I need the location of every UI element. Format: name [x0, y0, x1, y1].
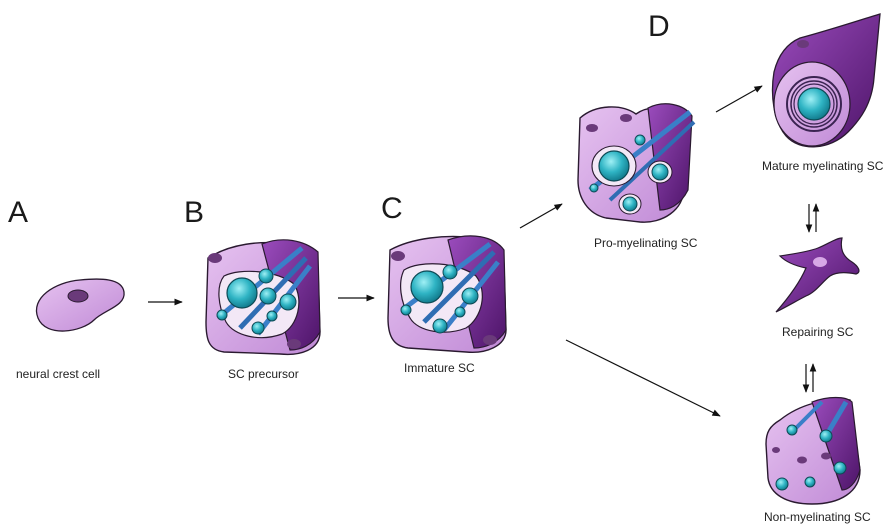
- sc-precursor-illustration: [205, 239, 321, 356]
- label-sc-precursor: SC precursor: [228, 367, 299, 381]
- label-neural-crest-cell: neural crest cell: [16, 367, 100, 381]
- label-repairing-sc: Repairing SC: [782, 325, 854, 339]
- pro-myelinating-sc-illustration: [577, 103, 696, 223]
- panel-letter-d: D: [648, 10, 670, 43]
- label-pro-myelinating-sc: Pro-myelinating SC: [594, 236, 698, 250]
- arrows-mature-repairing-reversible: [805, 203, 820, 233]
- arrows-repairing-nonmyelinating-reversible: [802, 363, 817, 393]
- arrow-c-to-non-myelinating: [565, 339, 721, 417]
- mature-myelinating-sc-illustration: [771, 13, 881, 148]
- neural-crest-cell-illustration: [35, 278, 125, 332]
- label-non-myelinating-sc: Non-myelinating SC: [764, 510, 871, 524]
- label-mature-myelinating-sc: Mature myelinating SC: [762, 159, 884, 173]
- non-myelinating-sc-illustration: [765, 396, 861, 505]
- arrow-c-to-pro-myelinating: [519, 203, 563, 229]
- panel-letter-c: C: [381, 192, 403, 225]
- panel-letter-a: A: [8, 196, 28, 229]
- immature-sc-illustration: [387, 235, 507, 353]
- repairing-sc-illustration: [775, 237, 860, 313]
- arrow-pro-to-mature: [715, 85, 763, 113]
- panel-letter-b: B: [184, 196, 204, 229]
- label-immature-sc: Immature SC: [404, 361, 475, 375]
